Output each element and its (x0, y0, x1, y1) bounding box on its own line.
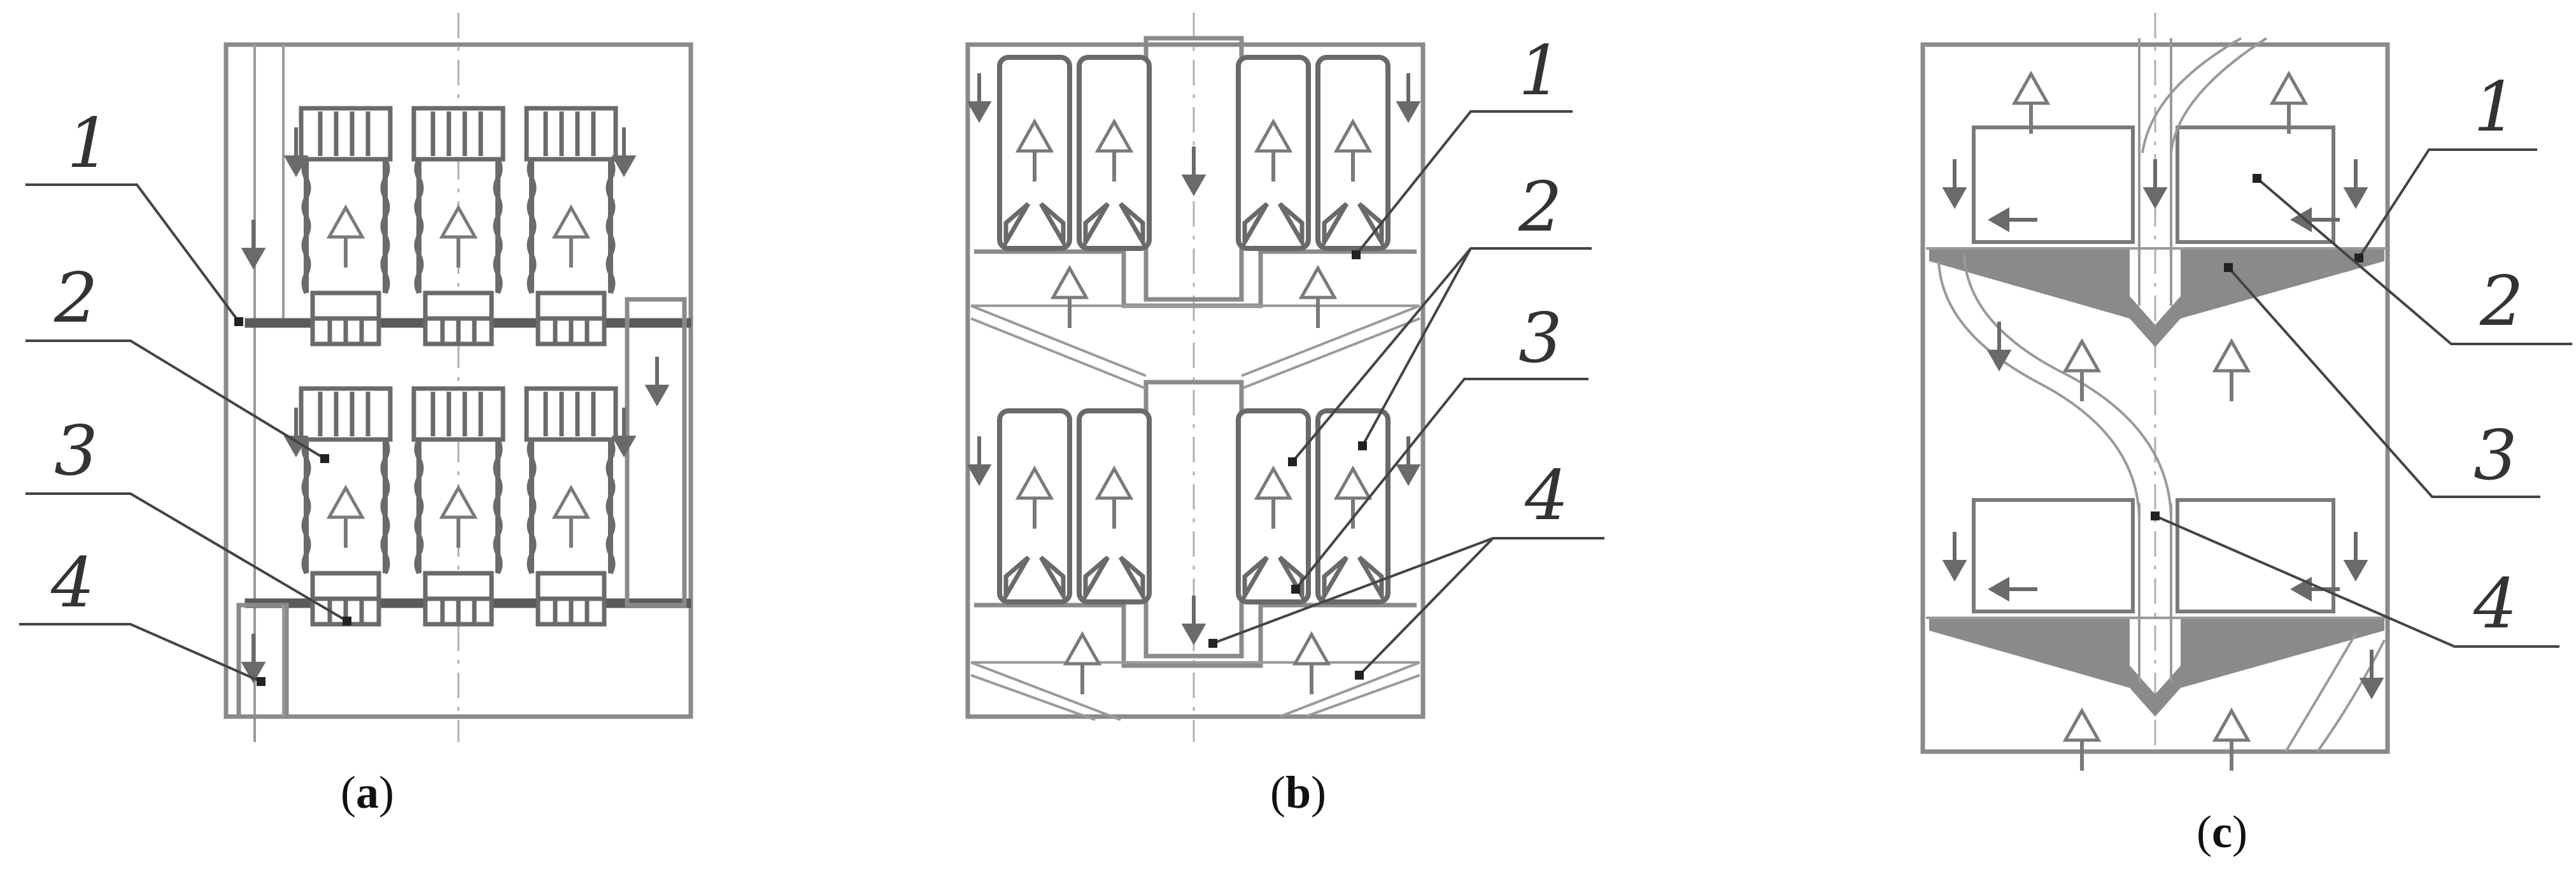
panel-c-hopper-upper (1929, 248, 2384, 347)
panel-c-serpentine (1937, 261, 2141, 517)
panel-a-right-duct (625, 297, 687, 608)
panel-b-caption: (b) (1270, 767, 1326, 818)
upflow-arrow-icon (329, 208, 362, 268)
callout-leader (2227, 266, 2540, 498)
downflow-arrow-icon (2346, 532, 2366, 579)
downflow-arrow-icon (647, 357, 667, 404)
panel-a: 1 2 3 4 (a) (19, 13, 693, 818)
upflow-arrow-icon (1053, 268, 1086, 328)
upflow-arrow-icon (442, 208, 475, 268)
drawing-line (2170, 37, 2268, 154)
callout-marker (1358, 441, 1367, 450)
callout-marker (257, 677, 265, 686)
upflow-arrow-icon (2215, 711, 2248, 771)
drawing-line (1963, 254, 2172, 517)
panel-c-caption: (c) (2197, 806, 2247, 857)
callout-marker (2224, 263, 2233, 272)
callout-marker (1355, 671, 1364, 680)
panel-c: 1 2 3 4 (c) (1920, 13, 2572, 857)
drawing-line (2141, 37, 2242, 154)
callout-number: 1 (67, 104, 111, 183)
callout-number: 4 (2473, 564, 2517, 644)
callout-leader (2358, 148, 2537, 259)
callout-marker (343, 617, 351, 625)
downflow-arrow-icon (1398, 73, 1419, 120)
panel-a-caption: (a) (341, 767, 394, 818)
callout-leader (1361, 248, 1472, 447)
downflow-arrow-icon (2346, 159, 2366, 206)
callout-number: 3 (2473, 416, 2517, 496)
drawing-line (2138, 38, 2172, 306)
drawing-line (2284, 632, 2357, 753)
upflow-arrow-icon (442, 488, 475, 548)
callout-marker (234, 317, 243, 326)
callout-leader (2155, 515, 2559, 648)
callout-marker (1291, 585, 1300, 594)
drawing-line (1279, 661, 1420, 718)
callout-leader (25, 492, 348, 622)
upflow-arrow-icon (2065, 711, 2098, 771)
downflow-arrow-icon (1398, 436, 1419, 483)
downflow-arrow-icon (2145, 159, 2165, 206)
upflow-arrow-icon (1066, 634, 1099, 694)
drawing-line (974, 603, 1417, 668)
downflow-arrow-icon (1184, 596, 1204, 643)
callout-leader (25, 183, 240, 323)
callout-marker (320, 454, 329, 463)
callout-number: 1 (1518, 31, 1562, 111)
callout-number: 3 (54, 411, 98, 491)
upflow-arrow-icon (2014, 74, 2048, 134)
upflow-arrow-icon (2065, 341, 2098, 401)
callout-leader (2256, 177, 2572, 345)
callout-marker (1288, 457, 1297, 466)
drawing-line (970, 661, 1121, 721)
callout-marker (2151, 511, 2160, 520)
downflow-arrow-icon (969, 73, 989, 120)
drawing-line (2316, 640, 2386, 753)
callout-leader (19, 623, 262, 683)
downflow-arrow-icon (1944, 532, 1965, 579)
upflow-arrow-icon (2215, 341, 2248, 401)
upflow-arrow-icon (555, 488, 588, 548)
panel-c-hopper-lower (1929, 618, 2384, 717)
panel-a-frame (223, 42, 693, 719)
drawing-line (1241, 304, 1420, 390)
callout-number: 4 (1524, 456, 1569, 536)
callout-number: 4 (50, 543, 95, 623)
callout-number: 2 (1518, 168, 1562, 247)
panel-b-frame (965, 42, 1426, 719)
drawing-line (970, 304, 1147, 390)
callout-marker (1208, 639, 1217, 648)
upflow-arrow-icon (329, 488, 362, 548)
downflow-arrow-icon (243, 220, 264, 267)
upflow-arrow-icon (555, 208, 588, 268)
upflow-arrow-icon (1301, 268, 1334, 328)
panel-c-frame (1920, 42, 2390, 754)
callout-number: 3 (1518, 299, 1562, 378)
callout-leader (1358, 537, 1494, 676)
downflow-arrow-icon (1989, 322, 2009, 369)
upflow-arrow-icon (1295, 634, 1328, 694)
callout-leader (1294, 378, 1589, 590)
panel-b: 1 2 3 4 (b) (965, 13, 1604, 818)
downflow-arrow-icon (1944, 159, 1965, 206)
callout-number: 1 (2473, 68, 2517, 147)
callout-marker (1352, 250, 1361, 259)
callout-leader (1355, 110, 1573, 256)
callout-number: 2 (2479, 262, 2524, 341)
panel-a-bottom-duct (236, 603, 289, 719)
downflow-arrow-icon (2361, 650, 2382, 697)
callout-leader (25, 339, 326, 460)
callout-marker (2354, 254, 2363, 262)
callout-marker (2253, 174, 2261, 183)
upflow-arrow-icon (2272, 74, 2305, 134)
downflow-arrow-icon (969, 436, 989, 483)
callout-number: 2 (53, 259, 98, 338)
drawing-line (2138, 503, 2172, 682)
downflow-arrow-icon (1184, 146, 1204, 194)
